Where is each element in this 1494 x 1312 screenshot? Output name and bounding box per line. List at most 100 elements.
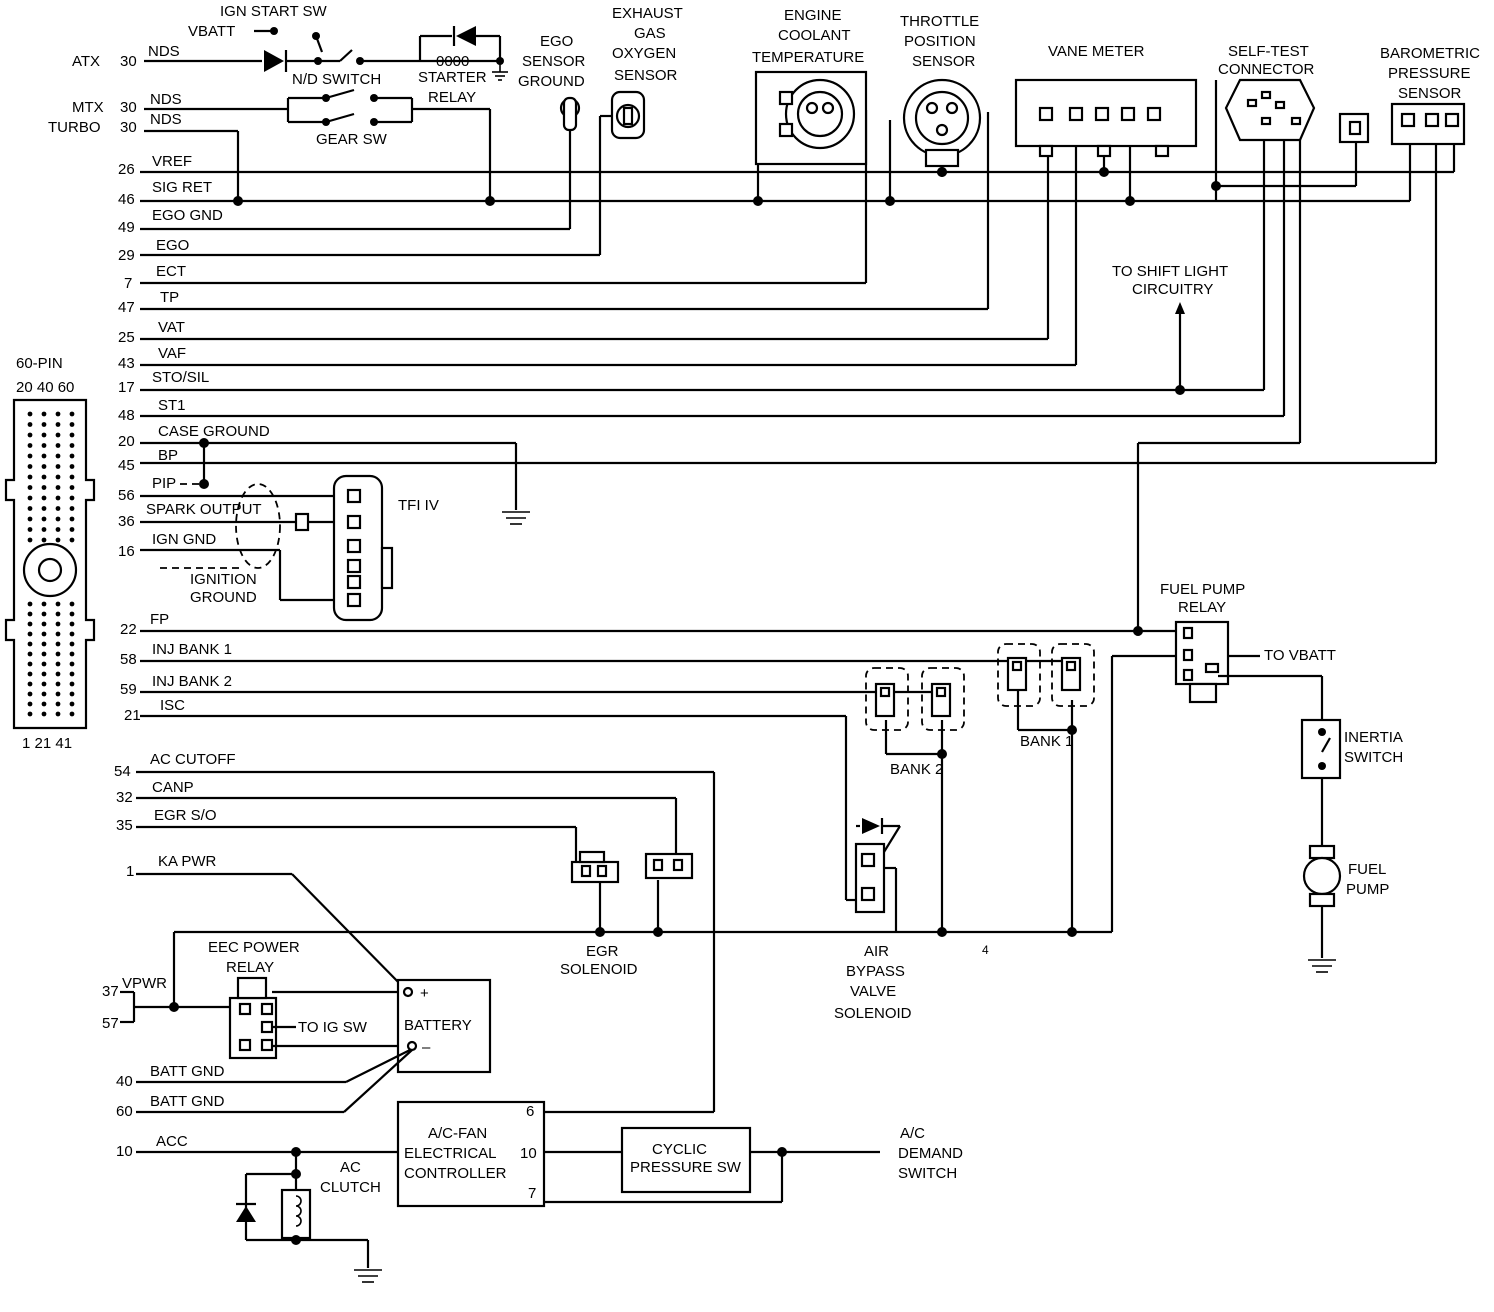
pcm-pin — [27, 641, 33, 647]
pcm-pin — [55, 527, 61, 532]
ac-pin-10: 10 — [520, 1145, 537, 1162]
wire-num-58: 58 — [120, 651, 137, 668]
label-mtx: MTX — [72, 99, 104, 116]
pcm-pin — [55, 411, 61, 417]
canp-solenoid — [644, 852, 694, 880]
battery-plus: + — [420, 985, 429, 1002]
pcm-pin — [27, 464, 33, 469]
pcm-pin — [55, 711, 61, 717]
egr-solenoid-label-2: SOLENOID — [560, 961, 638, 978]
ac-demand-label-3: SWITCH — [898, 1165, 957, 1182]
wire-label-45: BP — [158, 447, 178, 464]
tp-label-1: THROTTLE — [900, 13, 979, 30]
cyclic-label-1: CYCLIC — [652, 1141, 707, 1158]
to-ig-sw-label: TO IG SW — [298, 1019, 368, 1036]
pcm-pin — [55, 495, 61, 501]
pcm-pin — [27, 661, 33, 667]
wire-num-43: 43 — [118, 355, 135, 372]
pcm-pin — [41, 631, 47, 637]
pcm-pin — [55, 621, 61, 627]
wire-label-atx30: NDS — [148, 43, 180, 60]
pcm-pin — [69, 641, 75, 647]
wire-label-49: EGO GND — [152, 207, 223, 224]
self-test-label-1: SELF-TEST — [1228, 43, 1309, 60]
wire-num-26: 26 — [118, 161, 135, 178]
to-vbatt-label: TO VBATT — [1264, 647, 1336, 664]
vane-meter-label: VANE METER — [1048, 43, 1145, 60]
pcm-pin — [55, 641, 61, 647]
pcm-pin — [69, 453, 75, 459]
pcm-pin — [69, 601, 75, 607]
wire-num-mtx30: 30 — [120, 99, 137, 116]
pcm-pin — [55, 464, 61, 469]
pcm-pin — [41, 621, 47, 627]
wire-num-46: 46 — [118, 191, 135, 208]
pcm-pin — [55, 691, 61, 697]
pcm-pin — [41, 411, 47, 417]
wire-num-10: 10 — [116, 1143, 133, 1160]
fuel-pump-label-2: PUMP — [1346, 881, 1389, 898]
wire-num-47: 47 — [118, 299, 135, 316]
ignition-ground-label-1: IGNITION — [190, 571, 257, 588]
wire-label-22: FP — [150, 611, 169, 628]
pcm-pin — [27, 631, 33, 637]
tp-label-3: SENSOR — [912, 53, 976, 70]
ac-controller-label-3: CONTROLLER — [404, 1165, 507, 1182]
component-labels: IGN START SW VBATT N/D SWITCH GEAR SW 00… — [188, 3, 1480, 1202]
ect-label-2: COOLANT — [778, 27, 851, 44]
pcm-pin — [69, 485, 75, 490]
wire-num-54: 54 — [114, 763, 131, 780]
wire-num-17: 17 — [118, 379, 135, 396]
pcm-pin — [41, 691, 47, 697]
pcm-bottom-pins: 1 21 41 — [22, 735, 72, 752]
pcm-pin — [69, 474, 75, 480]
wire-label-47: TP — [160, 289, 179, 306]
wire-num-56: 56 — [118, 487, 135, 504]
pcm-pin — [41, 432, 47, 438]
pcm-pin — [69, 411, 75, 417]
exhaust-label-2: GAS — [634, 25, 666, 42]
pcm-pin — [27, 443, 33, 448]
pcm-pin — [27, 537, 33, 543]
wire-label-43: VAF — [158, 345, 186, 362]
pcm-pin — [55, 661, 61, 667]
wire-num-21: 21 — [124, 707, 141, 724]
tp-label-2: POSITION — [904, 33, 976, 50]
pcm-pin — [55, 611, 61, 617]
wire-label-36: SPARK OUTPUT — [146, 501, 262, 518]
tfi-label: TFI IV — [398, 497, 439, 514]
pcm-pin — [55, 601, 61, 607]
bank2-label: BANK 2 — [890, 761, 943, 778]
wire-label-17: STO/SIL — [152, 369, 209, 386]
pcm-pin — [55, 651, 61, 657]
pcm-pin — [41, 661, 47, 667]
pcm-pin — [41, 681, 47, 687]
pcm-pin — [27, 485, 33, 490]
ego-ground-symbol — [559, 96, 581, 132]
wire-label-32: CANP — [152, 779, 194, 796]
wire-label-7: ECT — [156, 263, 186, 280]
vbatt-label: VBATT — [188, 23, 235, 40]
pcm-pin — [69, 516, 75, 522]
wire-num-36: 36 — [118, 513, 135, 530]
pcm-pin — [55, 474, 61, 480]
pcm-pin — [27, 691, 33, 697]
pcm-pin — [55, 537, 61, 543]
wire-num-25: 25 — [118, 329, 135, 346]
pcm-pin — [55, 631, 61, 637]
baro-label-2: PRESSURE — [1388, 65, 1471, 82]
wire-label-48: ST1 — [158, 397, 186, 414]
wire-num-60: 60 — [116, 1103, 133, 1120]
pcm-pin — [41, 601, 47, 607]
starter-relay-label-1: STARTER — [418, 69, 487, 86]
battery-label: BATTERY — [404, 1017, 472, 1034]
pcm-pin — [55, 701, 61, 707]
wire-label-37: VPWR — [122, 975, 167, 992]
wire-label-mtx30: NDS — [150, 91, 182, 108]
shift-light-label-2: CIRCUITRY — [1132, 281, 1213, 298]
wire-label-20: CASE GROUND — [158, 423, 270, 440]
pcm-connector: 60-PIN 20 40 60 1 21 41 — [4, 355, 96, 752]
wire-label-56: PIP — [152, 475, 176, 492]
pcm-pin — [27, 527, 33, 532]
